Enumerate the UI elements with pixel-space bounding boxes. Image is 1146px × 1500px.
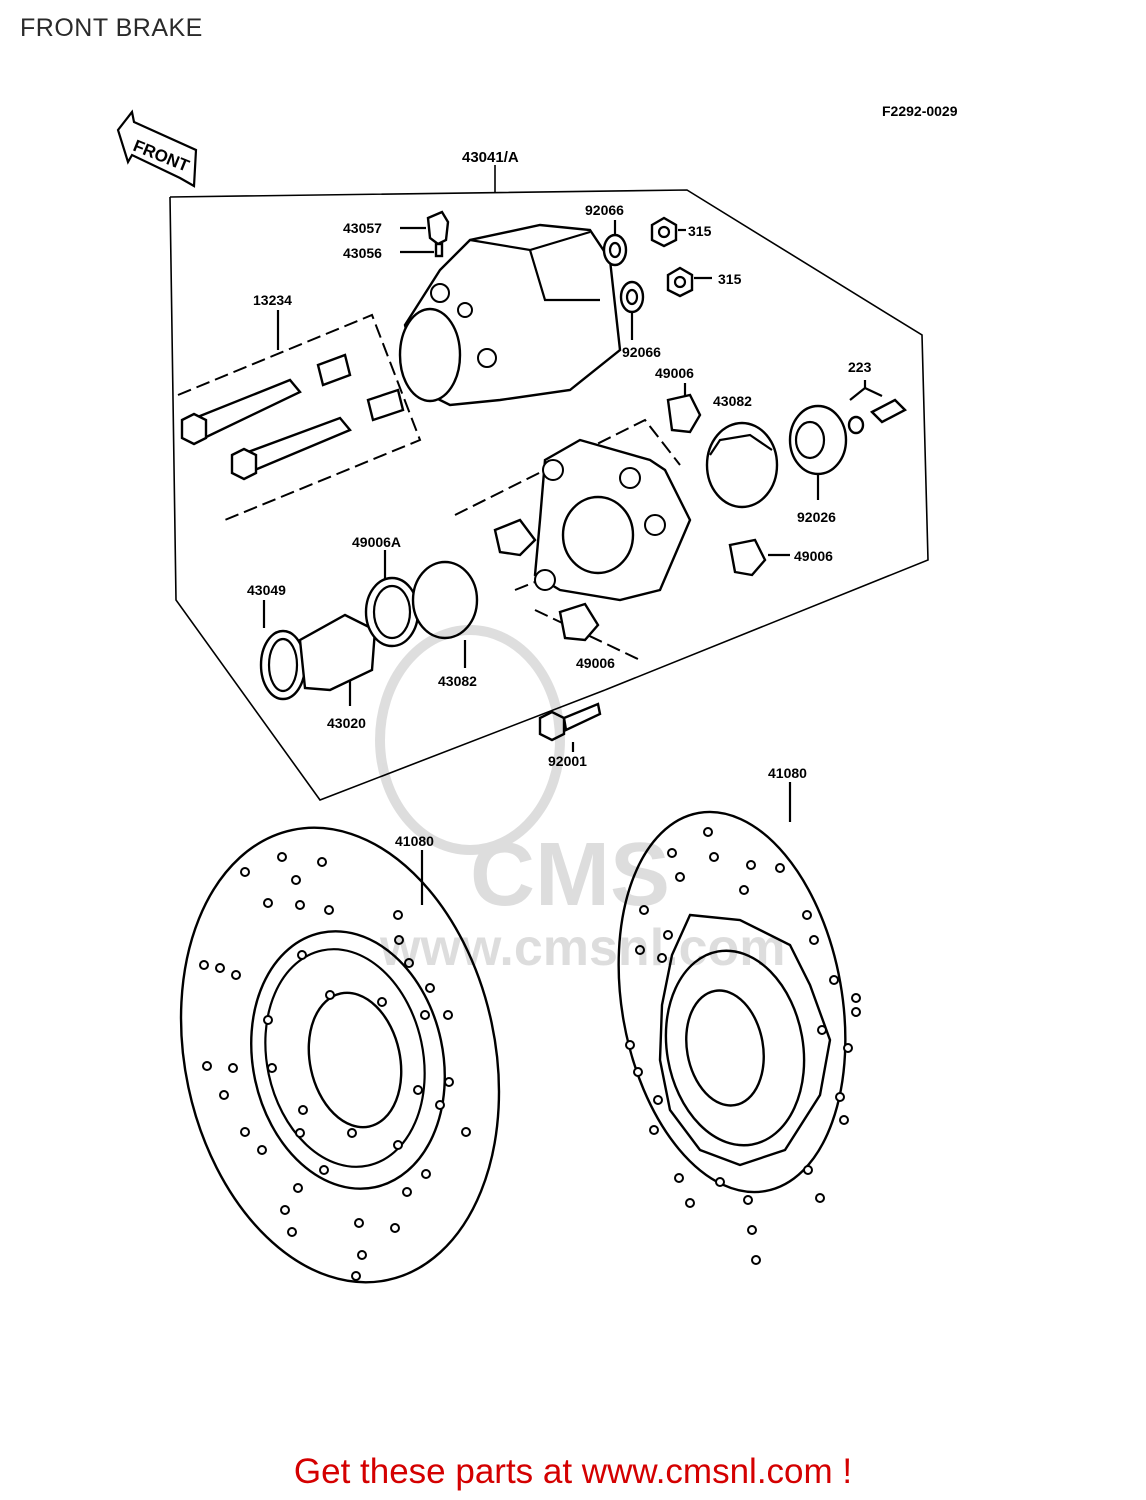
callout-49006-right: 49006 bbox=[794, 548, 833, 564]
front-brake-exploded-diagram: F2292-0029 FRONT bbox=[116, 103, 958, 1284]
callout-92001: 92001 bbox=[548, 753, 587, 769]
callout-315-mid: 315 bbox=[718, 271, 742, 287]
callout-43020: 43020 bbox=[327, 715, 366, 731]
brake-pad-and-shim bbox=[705, 380, 908, 509]
mounting-bolt bbox=[538, 702, 602, 752]
brake-disc-left bbox=[179, 826, 501, 1284]
callout-49006a: 49006A bbox=[352, 534, 401, 550]
callout-43049: 43049 bbox=[247, 582, 286, 598]
caliper-body bbox=[398, 223, 622, 407]
callout-223: 223 bbox=[848, 359, 872, 375]
brake-disc-right bbox=[617, 782, 861, 1265]
callout-92066-top: 92066 bbox=[585, 202, 624, 218]
piston-and-seals bbox=[259, 550, 479, 706]
bleed-valve-part bbox=[400, 210, 450, 258]
page-title: FRONT BRAKE bbox=[20, 14, 203, 42]
callout-13234: 13234 bbox=[253, 292, 292, 308]
callout-92026: 92026 bbox=[797, 509, 836, 525]
callout-43041-a: 43041/A bbox=[462, 149, 519, 166]
callout-49006-top: 49006 bbox=[655, 365, 694, 381]
dust-boots bbox=[666, 383, 790, 577]
callout-43082-lower: 43082 bbox=[438, 673, 477, 689]
callout-43057: 43057 bbox=[343, 220, 382, 236]
washers-and-nuts bbox=[602, 216, 712, 340]
caliper-assembly-frame bbox=[169, 165, 929, 801]
callout-41080-right: 41080 bbox=[768, 765, 807, 781]
callout-41080-left: 41080 bbox=[395, 833, 434, 849]
callout-43056: 43056 bbox=[343, 245, 382, 261]
caliper-bracket bbox=[454, 418, 692, 661]
front-direction-arrow: FRONT bbox=[116, 109, 198, 188]
slide-pin-set bbox=[177, 310, 422, 523]
callout-92066-mid: 92066 bbox=[622, 344, 661, 360]
callout-43082-top: 43082 bbox=[713, 393, 752, 409]
disc-left-holes bbox=[199, 852, 471, 1281]
footer-call-to-action[interactable]: Get these parts at www.cmsnl.com ! bbox=[293, 1452, 853, 1491]
disc-right-holes bbox=[625, 827, 861, 1265]
callout-315-top: 315 bbox=[688, 223, 712, 239]
reference-code: F2292-0029 bbox=[882, 103, 958, 119]
callout-49006-lower: 49006 bbox=[576, 655, 615, 671]
